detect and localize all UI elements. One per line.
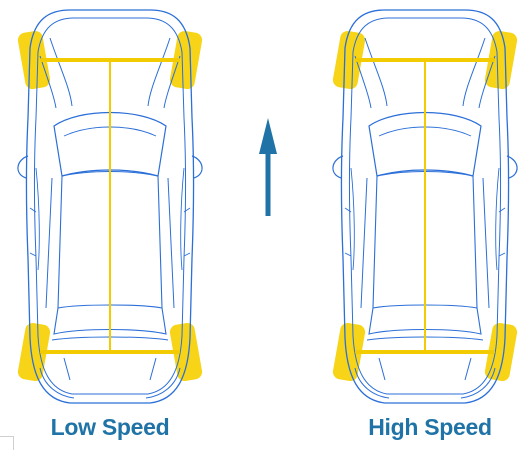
arrow-up-icon <box>259 118 277 216</box>
tire-rear-left-high <box>332 322 366 382</box>
tire-rear-left-low <box>17 322 51 382</box>
caption-high-speed: High Speed <box>368 414 492 440</box>
caption-low-speed: Low Speed <box>50 414 170 440</box>
tire-rear-right-low <box>169 322 203 382</box>
tire-front-left-low <box>17 30 51 90</box>
car-low-speed <box>17 9 203 404</box>
corner-mark <box>0 436 14 450</box>
car-high-speed <box>332 9 518 404</box>
tire-front-right-high <box>484 30 518 90</box>
tire-front-right-low <box>169 30 203 90</box>
